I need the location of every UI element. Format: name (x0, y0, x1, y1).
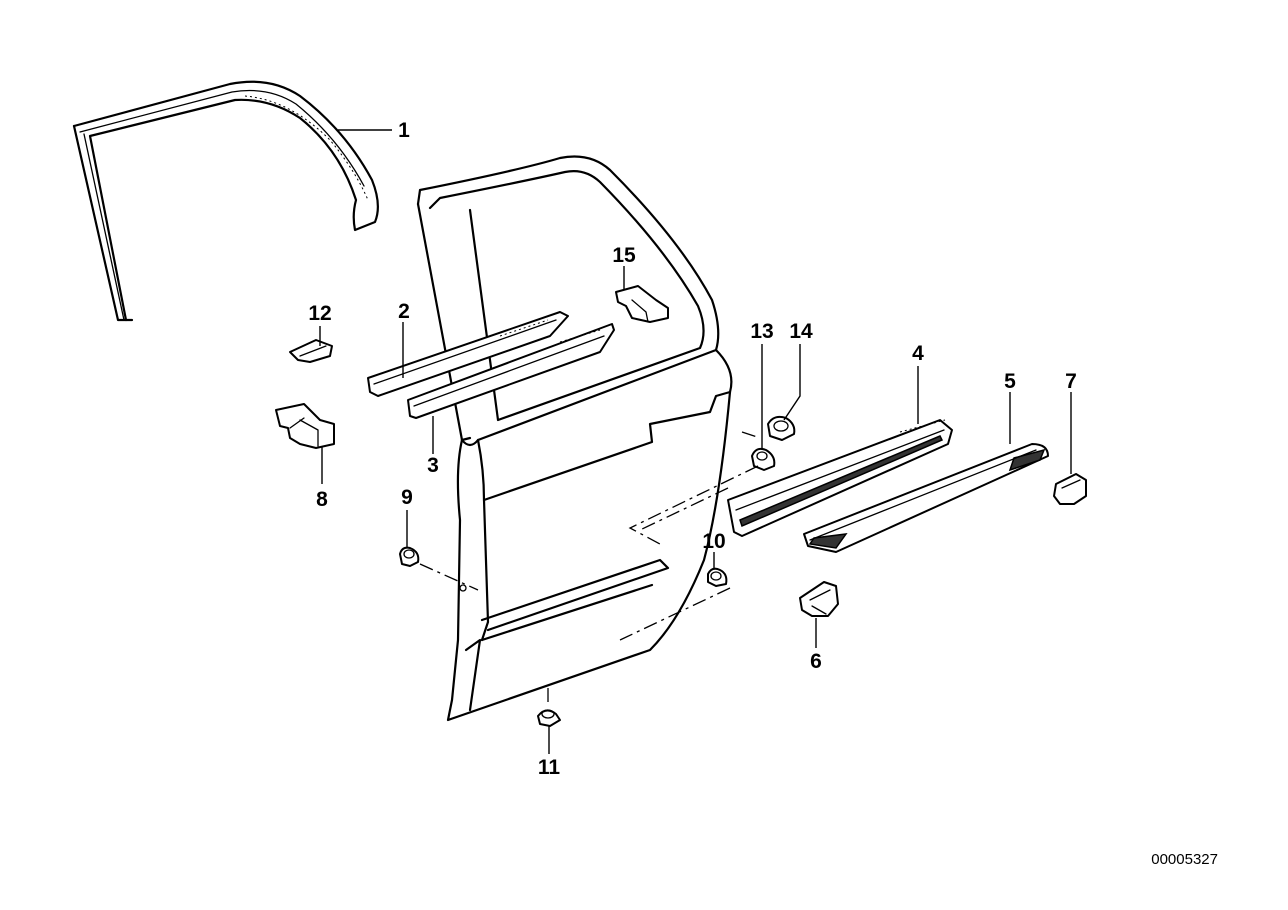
sill-carrier-part-4 (727, 419, 953, 537)
leader-lines (319, 129, 1072, 754)
callout-6: 6 (810, 650, 822, 673)
clip-part-15 (615, 285, 669, 323)
assembly-lines (419, 431, 761, 706)
callout-4: 4 (912, 342, 924, 365)
window-shaft-strip-part-2 (367, 311, 569, 397)
callout-7: 7 (1065, 370, 1077, 393)
callout-labels: 1 2 3 4 5 6 7 8 9 10 11 12 13 14 15 (308, 119, 1077, 779)
clip-part-12 (289, 339, 333, 363)
grommet-part-14 (767, 415, 796, 441)
clip-part-6 (799, 581, 839, 617)
callout-2: 2 (398, 300, 410, 323)
callout-5: 5 (1004, 370, 1016, 393)
sill-moulding-part-5 (803, 443, 1049, 553)
window-shaft-strip-part-3 (407, 323, 615, 419)
grommet-part-10 (707, 567, 728, 587)
callout-10: 10 (702, 530, 725, 553)
grommet-part-9 (399, 546, 420, 567)
window-seal-part-1 (72, 80, 379, 322)
callout-1: 1 (398, 119, 410, 142)
diagram-reference-number: 00005327 (1151, 851, 1218, 868)
clip-part-7 (1053, 473, 1087, 505)
callout-3: 3 (427, 454, 439, 477)
callout-8: 8 (316, 488, 328, 511)
callout-11: 11 (538, 756, 561, 779)
callout-14: 14 (789, 320, 813, 343)
callout-15: 15 (612, 244, 636, 267)
callout-12: 12 (308, 302, 331, 325)
callout-13: 13 (750, 320, 773, 343)
callout-9: 9 (401, 486, 413, 509)
grommet-part-13 (751, 447, 776, 471)
rear-door-panel (416, 155, 733, 722)
grommet-part-11 (537, 709, 561, 727)
clip-part-8 (275, 403, 335, 449)
